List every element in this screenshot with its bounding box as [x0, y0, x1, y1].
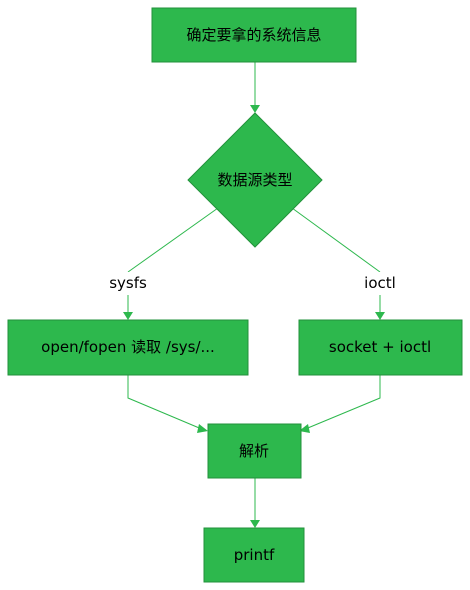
edge-label-sysfs-group: sysfs: [104, 272, 152, 294]
edge-label-sysfs: sysfs: [109, 274, 147, 292]
node-decision[interactable]: 数据源类型: [187, 112, 323, 248]
node-output[interactable]: printf: [203, 527, 305, 583]
node-start-label: 确定要拿的系统信息: [186, 26, 321, 44]
arrowhead-decision: [250, 105, 260, 113]
edge-decision-to-ioctl: [291, 207, 381, 273]
node-sysfs-read[interactable]: open/fopen 读取 /sys/...: [7, 319, 249, 376]
arrowhead-ioctl: [375, 312, 385, 320]
arrowhead-parse-left: [197, 424, 208, 433]
edge-decision-to-sysfs: [127, 207, 219, 273]
arrowhead-parse-right: [299, 424, 310, 433]
edge-ioctl-to-parse: [302, 375, 381, 431]
edge-sysfs-to-parse: [127, 375, 205, 431]
node-parse[interactable]: 解析: [207, 423, 302, 479]
edge-label-ioctl: ioctl: [364, 274, 396, 292]
arrowhead-output: [250, 520, 260, 528]
node-parse-label: 解析: [239, 442, 269, 460]
node-sysfs-read-label: open/fopen 读取 /sys/...: [41, 338, 215, 356]
node-start[interactable]: 确定要拿的系统信息: [151, 7, 357, 63]
node-ioctl-call-label: socket + ioctl: [329, 338, 431, 356]
node-decision-label: 数据源类型: [217, 171, 292, 189]
arrowhead-sysfs: [123, 312, 133, 320]
node-output-label: printf: [234, 546, 275, 564]
edges: [123, 62, 385, 528]
edge-label-ioctl-group: ioctl: [360, 272, 400, 294]
node-ioctl-call[interactable]: socket + ioctl: [298, 319, 463, 376]
